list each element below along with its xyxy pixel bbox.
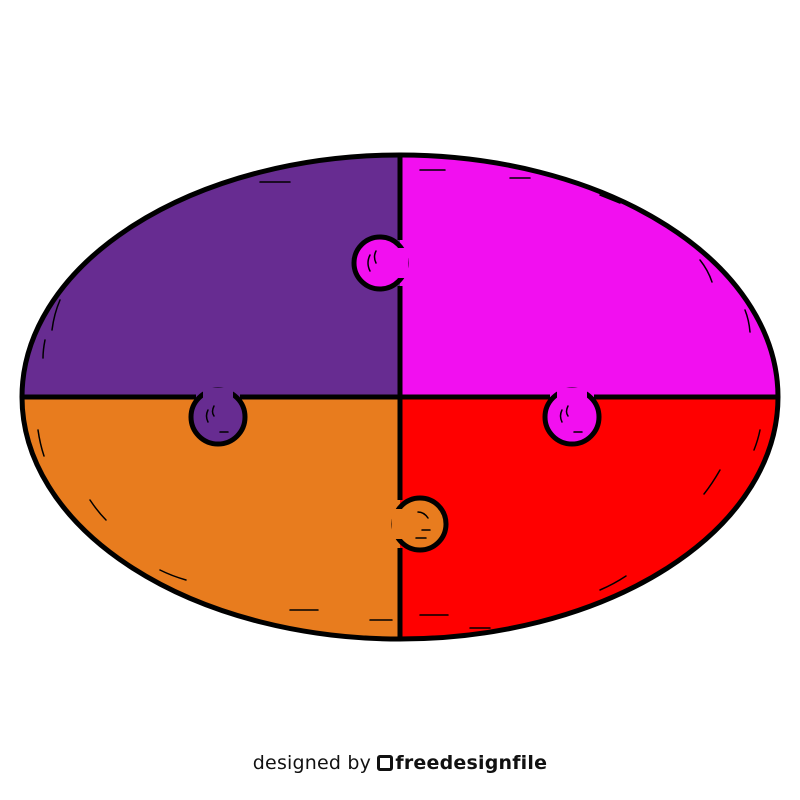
credit-prefix: designed by: [252, 752, 372, 774]
piece-top-right: [400, 155, 778, 397]
credit-line: designed by freedesignfile: [0, 752, 800, 774]
credit-brand: freedesignfile: [395, 752, 548, 774]
freedesignfile-logo-icon: [377, 755, 394, 771]
piece-top-left: [22, 155, 400, 397]
piece-bottom-left: [22, 397, 400, 639]
piece-bottom-right: [400, 397, 778, 639]
puzzle-outline: [19, 152, 781, 642]
